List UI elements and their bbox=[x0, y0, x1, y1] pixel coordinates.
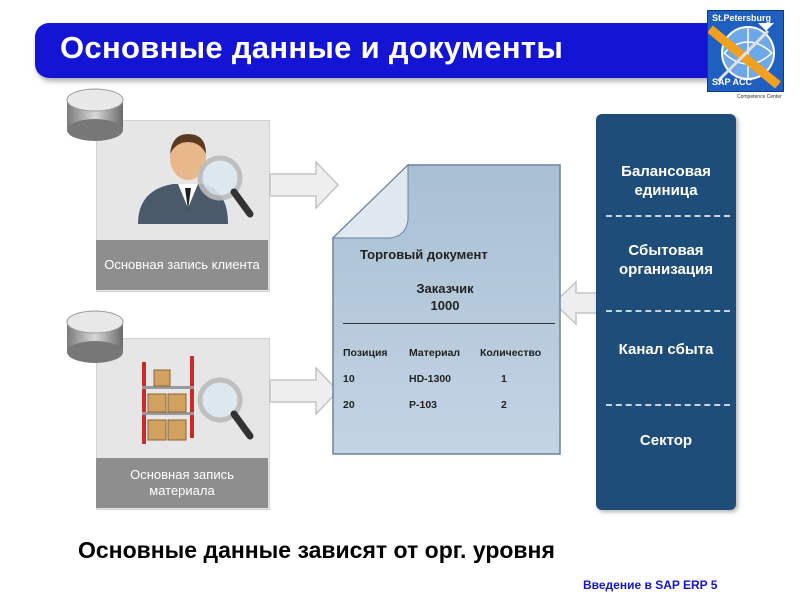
database-icon bbox=[66, 310, 124, 363]
arrow-right-icon bbox=[269, 366, 340, 416]
arrow-right-icon bbox=[269, 160, 340, 210]
org-level-division: Сектор bbox=[639, 432, 693, 449]
customer-master-label: Основная запись клиента bbox=[96, 240, 268, 290]
customer-label: Заказчик bbox=[416, 281, 474, 296]
org-separator bbox=[606, 310, 730, 312]
slide-subtitle: Основные данные зависят от орг. уровня bbox=[78, 537, 555, 563]
customer-number: 1000 bbox=[430, 298, 460, 313]
logo: St.Petersburg SAP ACC Competence Center bbox=[707, 10, 784, 100]
arrow-left-icon bbox=[552, 280, 599, 326]
row-position: 10 bbox=[343, 373, 355, 385]
column-header: Количество bbox=[480, 347, 542, 359]
row-material: P-103 bbox=[409, 399, 438, 411]
logo-sub-text: Competence Center bbox=[737, 94, 782, 100]
column-header: Материал bbox=[409, 347, 461, 359]
row-quantity: 1 bbox=[501, 373, 507, 385]
document-divider bbox=[343, 323, 555, 324]
material-master-label: Основная запись материала bbox=[96, 458, 268, 508]
page-title: Основные данные и документы bbox=[60, 30, 564, 65]
row-quantity: 2 bbox=[501, 399, 507, 411]
org-level-distribution-channel: Канал сбыта bbox=[618, 341, 714, 358]
database-icon bbox=[66, 88, 124, 141]
org-level-company-code: Балансовая единица bbox=[621, 163, 711, 199]
warehouse-shelf-icon bbox=[142, 356, 254, 444]
title-bar bbox=[35, 23, 721, 78]
row-material: HD-1300 bbox=[409, 373, 452, 385]
org-level-sales-org: Сбытовая организация bbox=[619, 242, 713, 278]
logo-bottom-text: SAP ACC bbox=[712, 77, 753, 87]
sales-document bbox=[331, 163, 561, 455]
customer-person-icon bbox=[138, 134, 254, 224]
document-customer: Заказчик 1000 bbox=[390, 280, 500, 314]
column-header: Позиция bbox=[343, 347, 388, 359]
slide-footer: Введение в SAP ERP 5 bbox=[583, 578, 718, 592]
logo-top-text: St.Petersburg bbox=[712, 13, 772, 23]
row-position: 20 bbox=[343, 399, 355, 411]
org-levels-panel: Балансовая единица Сбытовая организация … bbox=[596, 114, 736, 510]
document-title: Торговый документ bbox=[360, 247, 488, 262]
org-separator bbox=[606, 215, 730, 217]
org-separator bbox=[606, 404, 730, 406]
